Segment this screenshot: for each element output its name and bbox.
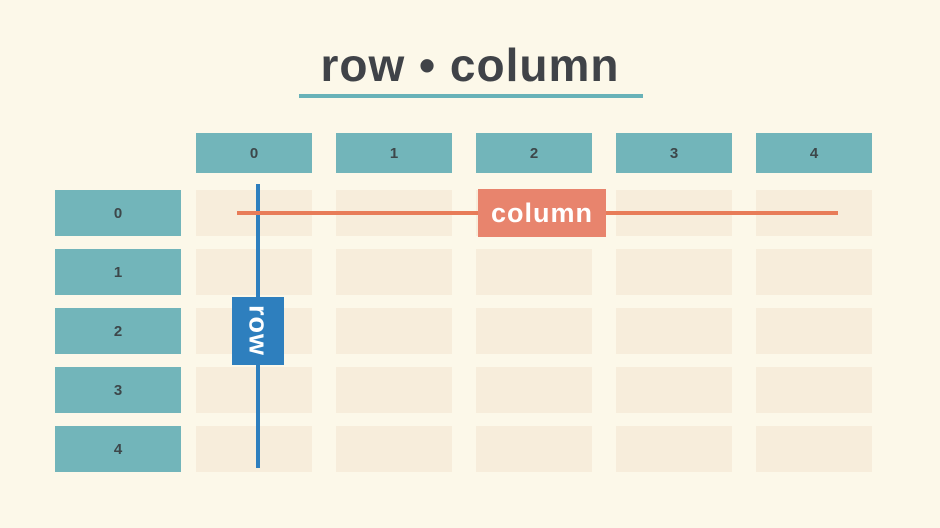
grid-cell bbox=[336, 249, 452, 295]
grid-cell bbox=[616, 426, 732, 472]
grid-cell bbox=[336, 308, 452, 354]
grid-cell bbox=[196, 367, 312, 413]
grid-cell bbox=[756, 249, 872, 295]
row-header: 1 bbox=[55, 249, 181, 295]
grid-cell bbox=[616, 249, 732, 295]
column-label-box: column bbox=[478, 189, 606, 237]
grid-cell bbox=[336, 426, 452, 472]
grid-cell bbox=[756, 367, 872, 413]
grid-cell bbox=[476, 249, 592, 295]
grid-cell bbox=[616, 308, 732, 354]
grid-cell bbox=[336, 367, 452, 413]
grid-cell bbox=[476, 367, 592, 413]
column-header: 0 bbox=[196, 133, 312, 173]
grid-cell bbox=[196, 426, 312, 472]
grid bbox=[196, 190, 872, 472]
title-underline bbox=[299, 94, 643, 98]
grid-cell bbox=[476, 308, 592, 354]
page-title: row • column bbox=[320, 39, 620, 91]
grid-cell bbox=[756, 308, 872, 354]
column-header: 2 bbox=[476, 133, 592, 173]
grid-cell bbox=[196, 249, 312, 295]
row-label: row bbox=[243, 305, 274, 357]
column-header: 3 bbox=[616, 133, 732, 173]
row-header: 4 bbox=[55, 426, 181, 472]
grid-cell bbox=[616, 367, 732, 413]
column-header: 4 bbox=[756, 133, 872, 173]
row-header: 0 bbox=[55, 190, 181, 236]
grid-cell bbox=[476, 426, 592, 472]
row-header: 3 bbox=[55, 367, 181, 413]
row-header: 2 bbox=[55, 308, 181, 354]
column-label: column bbox=[490, 197, 593, 228]
column-header: 1 bbox=[336, 133, 452, 173]
row-header-column: 0 1 2 3 4 bbox=[55, 190, 181, 472]
row-label-box: row bbox=[232, 297, 284, 365]
grid-cell bbox=[756, 426, 872, 472]
